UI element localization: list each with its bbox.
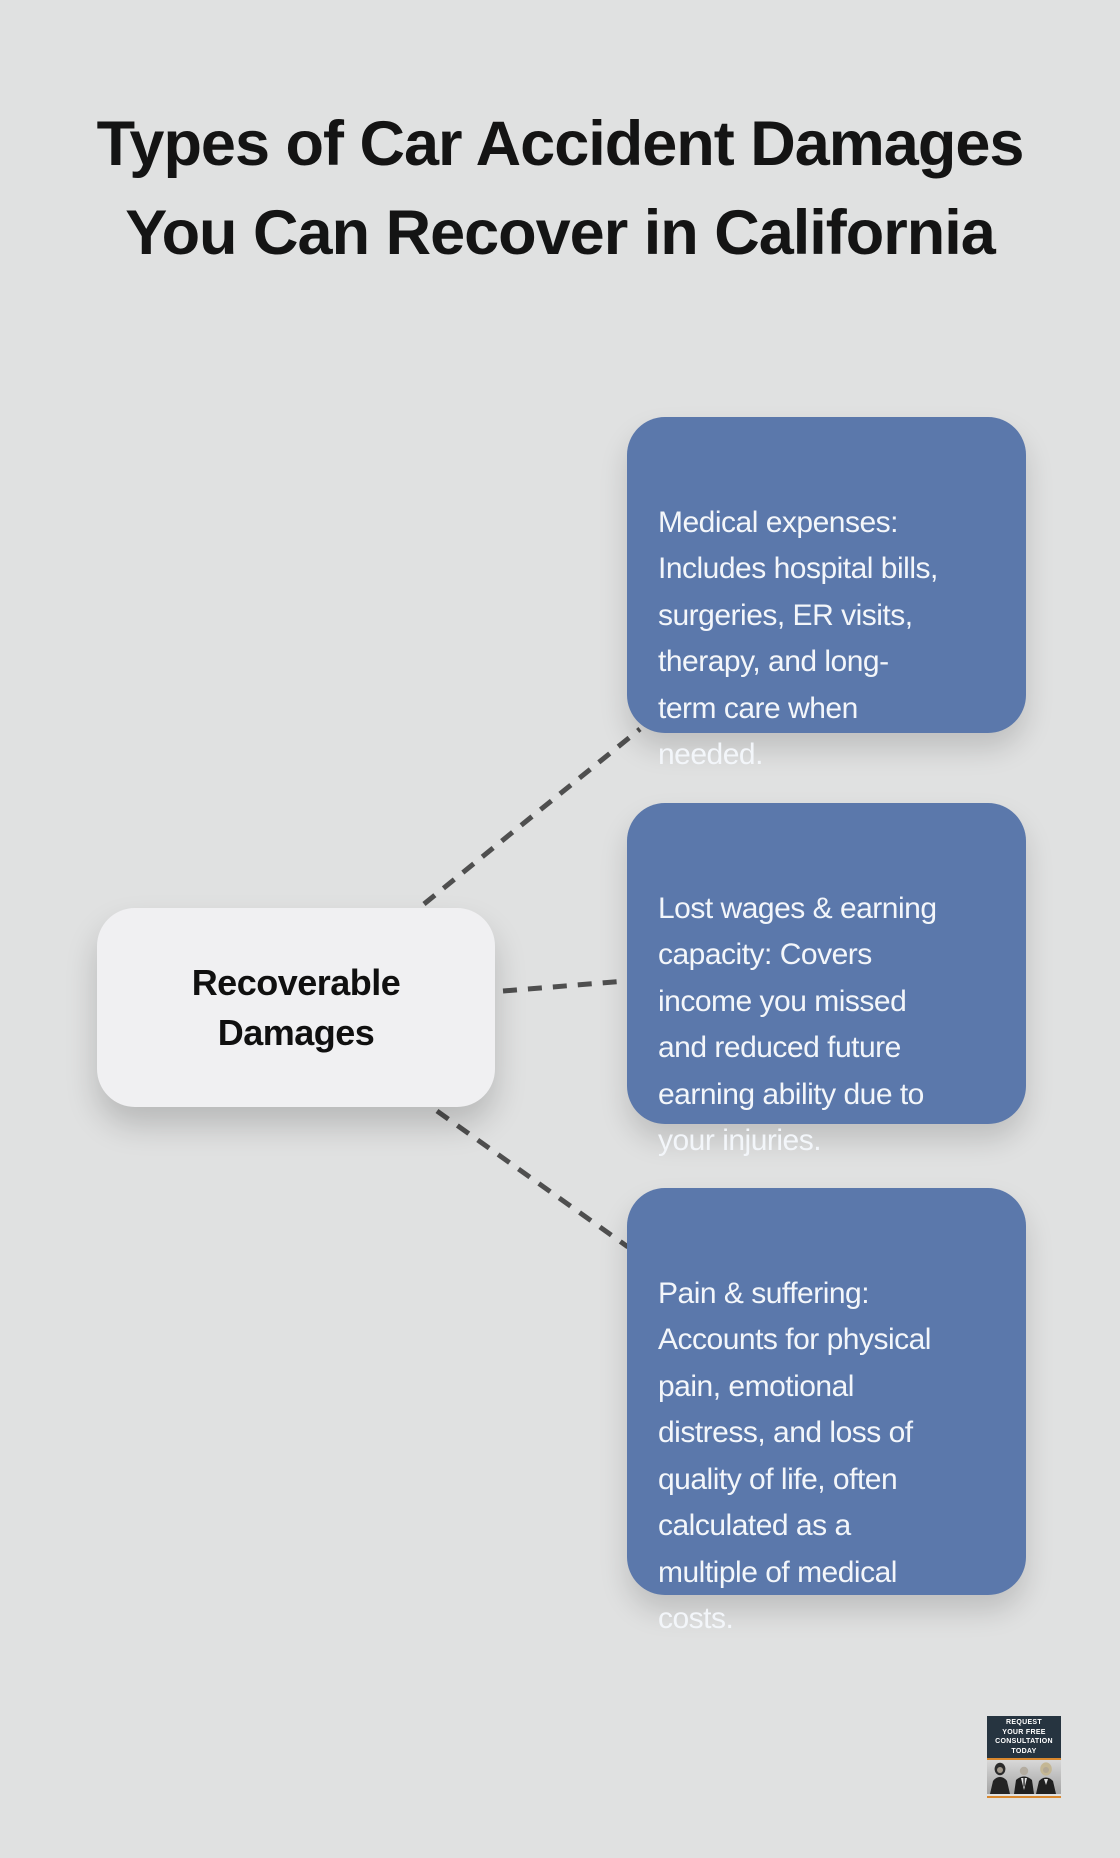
attorneys-photo — [987, 1760, 1061, 1796]
page-title-line-2: You Can Recover in California — [125, 198, 996, 268]
center-node-label: Recoverable Damages — [191, 961, 401, 1053]
consultation-cta-line-1: REQUEST — [1006, 1719, 1042, 1726]
connector-medical-expenses — [422, 727, 642, 906]
consultation-cta-badge[interactable]: REQUEST YOUR FREE CONSULTATION TODAY — [987, 1716, 1061, 1798]
page-title: Types of Car Accident Damages You Can Re… — [0, 100, 1120, 278]
connector-lost-wages — [502, 978, 627, 994]
connector-pain-suffering — [435, 1108, 630, 1250]
branch-lost-wages: Lost wages & earning capacity: Covers in… — [627, 803, 1026, 1157]
consultation-cta-line-3: CONSULTATION — [995, 1738, 1053, 1745]
branch-lost-wages-text: Lost wages & earning capacity: Covers in… — [658, 891, 937, 1158]
branch-medical-expenses: Medical expenses: Includes hospital bill… — [627, 417, 1026, 771]
consultation-cta-line-2: YOUR FREE — [1002, 1728, 1046, 1736]
branch-pain-suffering: Pain & suffering: Accounts for physical … — [627, 1188, 1026, 1635]
consultation-cta-line-4: TODAY — [1011, 1747, 1037, 1755]
consultation-cta-text: REQUEST YOUR FREE CONSULTATION TODAY — [987, 1716, 1061, 1760]
page-title-line-1: Types of Car Accident Damages — [96, 109, 1025, 179]
branch-medical-expenses-text: Medical expenses: Includes hospital bill… — [658, 505, 938, 772]
attorneys-photo-illustration — [987, 1760, 1061, 1794]
branch-pain-suffering-text: Pain & suffering: Accounts for physical … — [658, 1276, 931, 1636]
center-node-recoverable-damages: Recoverable Damages — [97, 908, 495, 1107]
